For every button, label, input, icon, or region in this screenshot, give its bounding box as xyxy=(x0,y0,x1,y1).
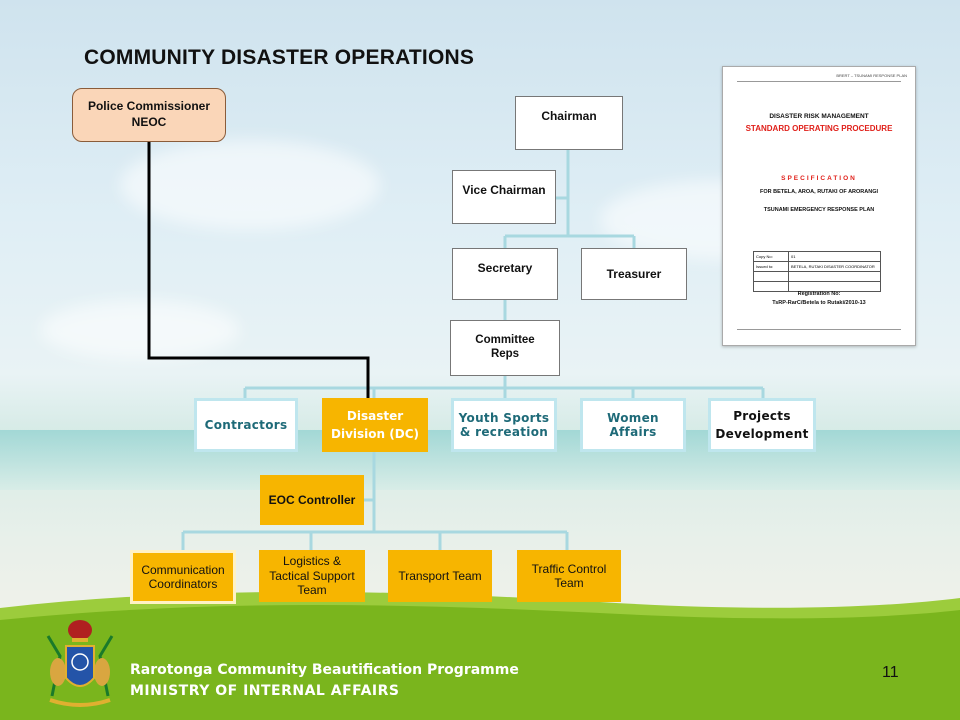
division-label: Contractors xyxy=(204,417,288,432)
sop-table-row xyxy=(753,271,881,282)
division-label: Youth Sports & recreation xyxy=(458,410,550,439)
team-communication: Communication Coordinators xyxy=(130,550,236,604)
sop-table-key xyxy=(753,271,789,282)
division-youth-sports: Youth Sports & recreation xyxy=(451,398,557,452)
cloud xyxy=(120,140,380,230)
sop-line4: FOR BETELA, AROA, RUTAKI OF ARORANGI xyxy=(759,189,879,195)
division-label: Women Affairs xyxy=(607,410,659,439)
team-label: Communication Coordinators xyxy=(141,562,225,591)
sop-line3: SPECIFICATION xyxy=(781,175,857,182)
police-commissioner-box: Police Commissioner NEOC xyxy=(72,88,226,142)
vice-chairman-label: Vice Chairman xyxy=(462,183,546,197)
sop-table-key: Issued to: xyxy=(753,261,789,272)
team-transport: Transport Team xyxy=(388,550,492,602)
page-title: COMMUNITY DISASTER OPERATIONS xyxy=(84,46,475,69)
page-number: 11 xyxy=(882,664,899,681)
team-label: Traffic Control Team xyxy=(531,561,607,590)
treasurer-label: Treasurer xyxy=(606,266,662,281)
eoc-controller-box: EOC Controller xyxy=(260,475,364,525)
sop-table-value xyxy=(788,271,881,282)
treasurer-box: Treasurer xyxy=(581,248,687,300)
coat-of-arms-icon xyxy=(46,620,114,707)
sop-table-key xyxy=(753,281,789,292)
division-projects-development: Projects Development xyxy=(708,398,816,452)
chairman-label: Chairman xyxy=(541,109,597,123)
sop-reg-value: TsRP-RarC/Betela to Rutaki/2010-13 xyxy=(772,300,866,306)
secretary-label: Secretary xyxy=(477,261,533,275)
team-traffic-control: Traffic Control Team xyxy=(517,550,621,602)
sop-line5: TSUNAMI EMERGENCY RESPONSE PLAN xyxy=(763,207,875,213)
sop-table-row: Issued to:BETELA, RUTAKI DISASTER COORDI… xyxy=(753,261,881,272)
police-line2: NEOC xyxy=(131,115,167,129)
sop-line1: DISASTER RISK MANAGEMENT xyxy=(769,113,869,120)
sop-document-thumbnail: BRERT – TSUNAMI RESPONSE PLAN DISASTER R… xyxy=(722,66,916,346)
sop-table-value: BETELA, RUTAKI DISASTER COORDINATOR xyxy=(788,261,881,272)
eoc-controller-label: EOC Controller xyxy=(268,492,356,507)
division-label: Projects Development xyxy=(715,409,809,441)
sop-table-row xyxy=(753,281,881,292)
division-contractors: Contractors xyxy=(194,398,298,452)
footer-band xyxy=(0,591,960,720)
footer-ministry: MINISTRY OF INTERNAL AFFAIRS xyxy=(130,683,400,699)
chairman-box: Chairman xyxy=(515,96,623,150)
sop-table-key: Copy No: xyxy=(753,251,789,262)
sop-reg-label: Registration No: xyxy=(797,291,841,297)
sop-top-note: BRERT – TSUNAMI RESPONSE PLAN xyxy=(836,73,907,78)
sop-header-rule xyxy=(737,81,901,82)
police-line1: Police Commissioner xyxy=(87,99,211,114)
team-label: Transport Team xyxy=(398,568,482,583)
sop-line2: STANDARD OPERATING PROCEDURE xyxy=(745,124,893,133)
secretary-box: Secretary xyxy=(452,248,558,300)
sop-table-value: 01 xyxy=(788,251,881,262)
division-disaster: Disaster Division (DC) xyxy=(322,398,428,452)
sop-table-row: Copy No:01 xyxy=(753,251,881,262)
division-label: Disaster Division (DC) xyxy=(331,409,419,441)
committee-reps-label: Committee Reps xyxy=(475,334,535,360)
sop-footer-rule xyxy=(737,329,901,330)
team-label: Logistics & Tactical Support Team xyxy=(269,554,355,598)
vice-chairman-box: Vice Chairman xyxy=(452,170,556,224)
sop-table-value xyxy=(788,281,881,292)
team-logistics: Logistics & Tactical Support Team xyxy=(259,550,365,602)
division-women-affairs: Women Affairs xyxy=(580,398,686,452)
sop-table: Copy No:01 Issued to:BETELA, RUTAKI DISA… xyxy=(753,251,881,292)
footer-programme: Rarotonga Community Beautification Progr… xyxy=(130,662,519,678)
committee-reps-box: Committee Reps xyxy=(450,320,560,376)
cloud xyxy=(40,300,240,360)
